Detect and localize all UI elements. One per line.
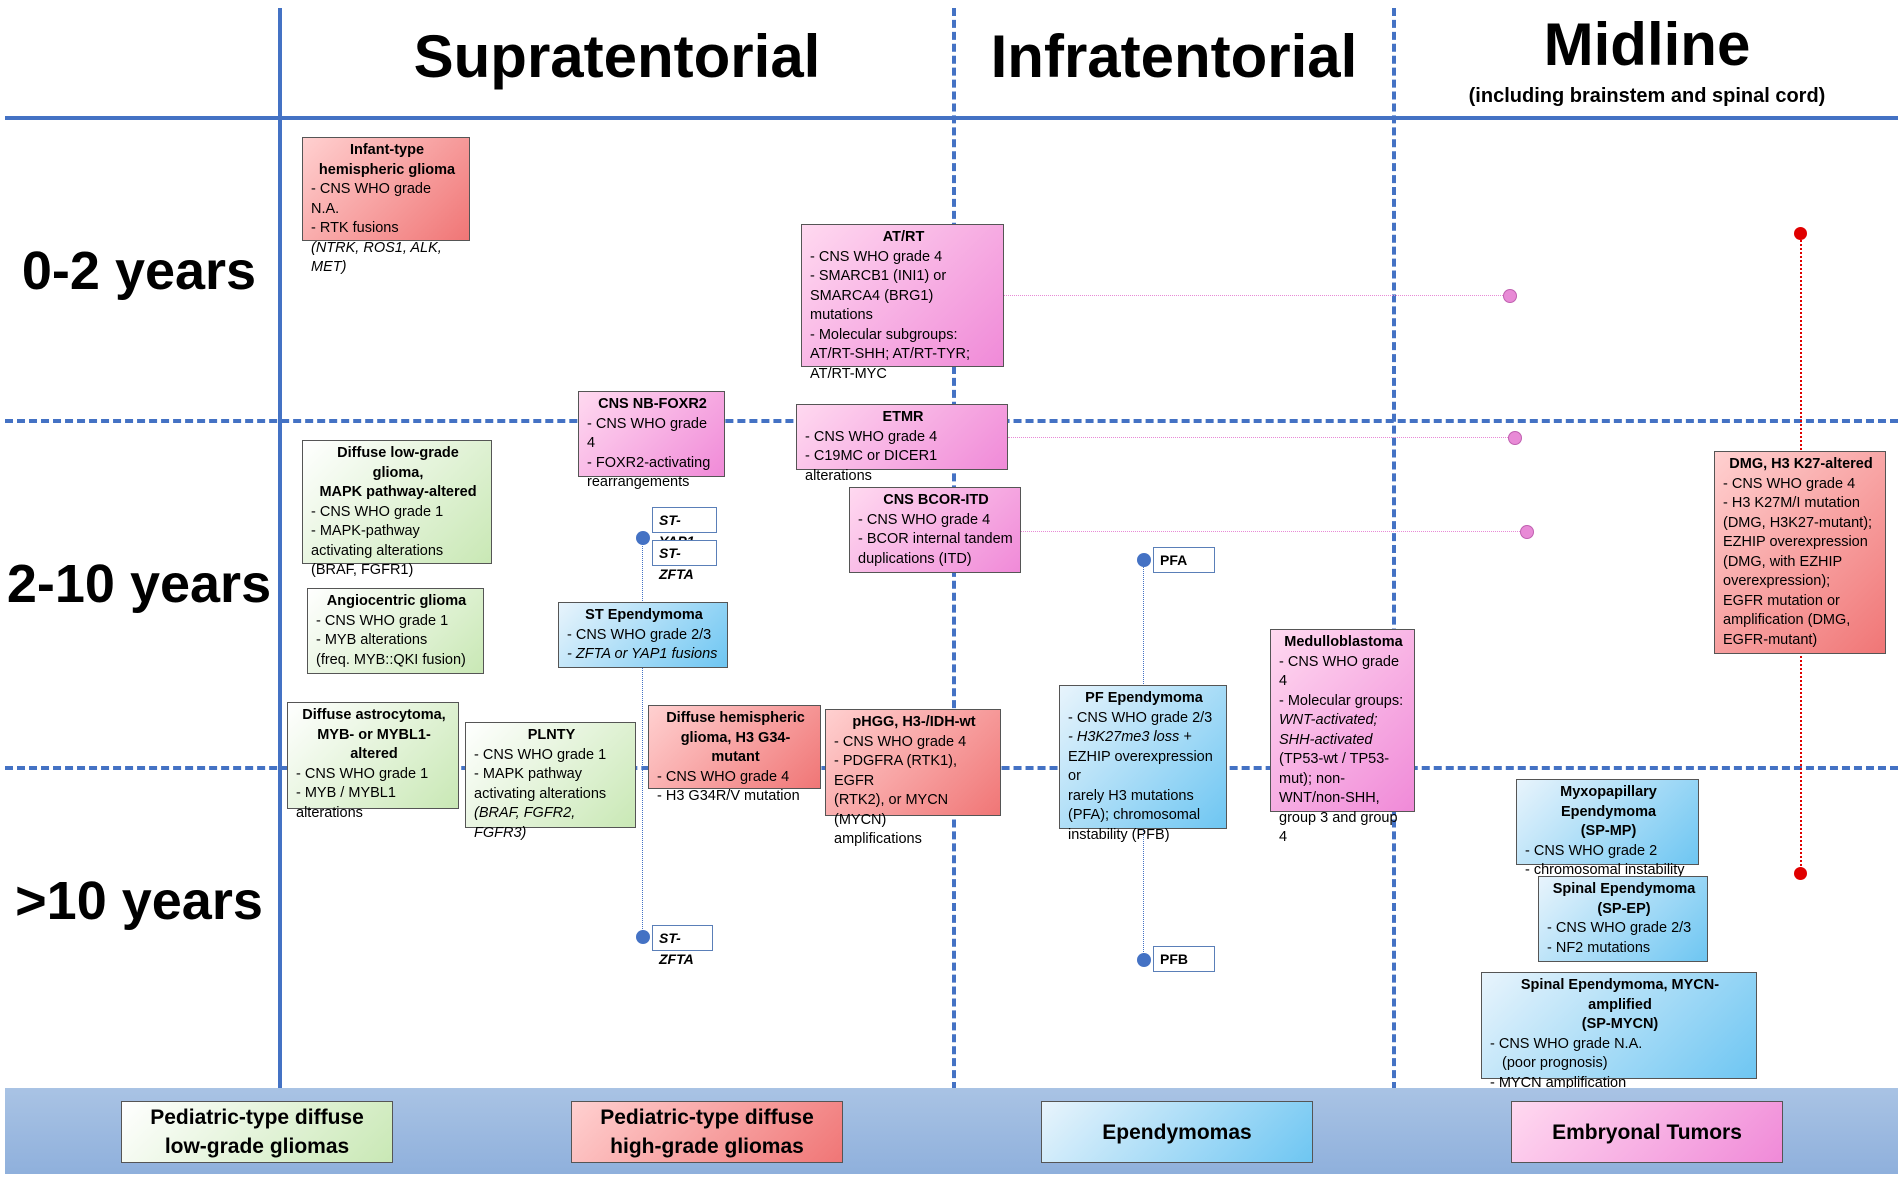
- etmr-marker: [1508, 431, 1522, 445]
- header-infratentorial: Infratentorial: [990, 23, 1358, 90]
- box-medulloblastoma: Medulloblastoma - CNS WHO grade 4 - Mole…: [1270, 629, 1415, 845]
- box-dmg-h3-k27-altered: DMG, H3 K27-altered - CNS WHO grade 4 - …: [1714, 451, 1886, 654]
- st-ependymoma-connector: [642, 537, 643, 937]
- vertical-divider-left: [278, 8, 282, 1090]
- box-diffuse-astrocytoma: Diffuse astrocytoma, MYB- or MYBL1-alter…: [287, 702, 459, 821]
- vertical-divider-right: [1392, 8, 1396, 1090]
- st-yap1-marker: [636, 531, 650, 545]
- atrt-marker: [1503, 289, 1517, 303]
- legend-low-grade-gliomas: Pediatric-type diffuse low-grade gliomas: [121, 1101, 393, 1163]
- tag-pfa: PFA: [1153, 547, 1215, 573]
- pfb-marker: [1137, 953, 1151, 967]
- header-midline: Midline: [1543, 11, 1751, 78]
- box-st-ependymoma: ST Ependymoma - CNS WHO grade 2/3 - ZFTA…: [558, 602, 728, 668]
- box-angiocentric-glioma: Angiocentric glioma - CNS WHO grade 1 - …: [307, 588, 484, 674]
- legend-embryonal-tumors: Embryonal Tumors: [1511, 1101, 1783, 1163]
- box-myxopapillary-ependymoma: Myxopapillary Ependymoma (SP-MP) - CNS W…: [1516, 779, 1699, 878]
- bcor-marker: [1520, 525, 1534, 539]
- tag-st-zfta: ST-ZFTA: [652, 540, 717, 582]
- tag-st-yap1: ST-YAP1: [652, 507, 717, 549]
- age-label-2-10: 2-10 years: [6, 554, 272, 614]
- legend-high-grade-gliomas: Pediatric-type diffuse high-grade glioma…: [571, 1101, 843, 1163]
- box-plnty: PLNTY - CNS WHO grade 1 - MAPK pathway a…: [465, 722, 636, 841]
- st-zfta-marker-low: [636, 930, 650, 944]
- tag-pfb: PFB: [1153, 946, 1215, 972]
- box-infant-type-hemispheric-glioma: Infant-type hemispheric glioma - CNS WHO…: [302, 137, 470, 275]
- header-supratentorial: Supratentorial: [413, 23, 821, 90]
- bcor-connector: [1021, 531, 1526, 532]
- legend-ependymomas: Ependymomas: [1041, 1101, 1313, 1163]
- box-spinal-ependymoma-mycn: Spinal Ependymoma, MYCN-amplified (SP-MY…: [1481, 972, 1757, 1091]
- box-etmr: ETMR - CNS WHO grade 4 - C19MC or DICER1…: [796, 404, 1008, 484]
- header-divider: [5, 116, 1898, 120]
- box-phgg-h3-idh-wt: pHGG, H3-/IDH-wt - CNS WHO grade 4 - PDG…: [825, 709, 1001, 847]
- pfa-marker: [1137, 553, 1151, 567]
- box-diffuse-low-grade-glioma: Diffuse low-grade glioma, MAPK pathway-a…: [302, 440, 492, 578]
- box-pf-ependymoma: PF Ependymoma - CNS WHO grade 2/3 - H3K2…: [1059, 685, 1227, 843]
- tag-st-zfta-low: ST-ZFTA: [652, 925, 713, 967]
- dmg-start-marker: [1794, 227, 1807, 240]
- atrt-connector: [1004, 295, 1509, 296]
- box-diffuse-hemispheric-glioma: Diffuse hemispheric glioma, H3 G34-mutan…: [648, 705, 821, 804]
- header-midline-subtitle: (including brainstem and spinal cord): [1468, 85, 1826, 107]
- dmg-end-marker: [1794, 867, 1807, 880]
- age-label-0-2: 0-2 years: [21, 241, 257, 301]
- box-spinal-ependymoma: Spinal Ependymoma (SP-EP) - CNS WHO grad…: [1538, 876, 1708, 962]
- age-label-over-10: >10 years: [15, 871, 263, 931]
- box-atrt: AT/RT - CNS WHO grade 4 - SMARCB1 (INI1)…: [801, 224, 1004, 382]
- box-cns-nb-foxr2: CNS NB-FOXR2 - CNS WHO grade 4 - FOXR2-a…: [578, 391, 725, 490]
- etmr-connector: [1008, 437, 1514, 438]
- box-cns-bcor-itd: CNS BCOR-ITD - CNS WHO grade 4 - BCOR in…: [849, 487, 1021, 573]
